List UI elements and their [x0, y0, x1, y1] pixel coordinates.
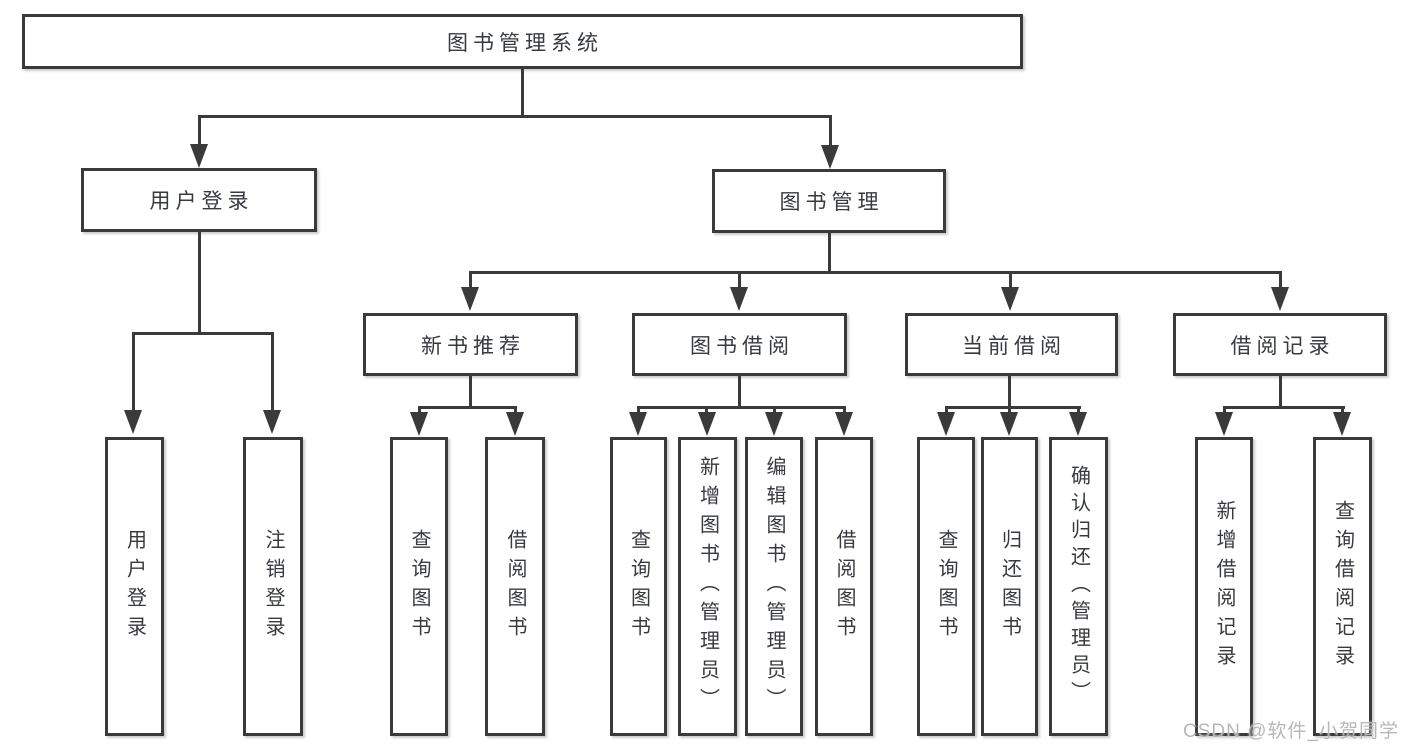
node-current-borrowing: 当前借阅 [905, 313, 1118, 376]
arrowhead-down-icon [506, 412, 524, 436]
connector-line [843, 406, 846, 416]
connector-line [469, 271, 472, 289]
connector-line [198, 232, 201, 335]
arrowhead-down-icon [1215, 412, 1233, 436]
leaf-borrow-books-recommend: 借阅图书 [485, 437, 545, 736]
leaf-borrow-books: 借阅图书 [815, 437, 873, 736]
connector-line [637, 406, 846, 409]
connector-line [1077, 406, 1080, 416]
connector-line [198, 115, 832, 118]
connector-line [418, 406, 517, 409]
leaf-label: 用户登录 [123, 528, 146, 645]
arrowhead-down-icon [1069, 412, 1087, 436]
leaf-user-login: 用户登录 [105, 437, 164, 736]
connector-line [637, 406, 640, 416]
connector-line [469, 376, 472, 409]
connector-line [738, 376, 741, 409]
csdn-watermark: CSDN @软件_小贺同学 [1183, 721, 1399, 742]
leaf-label: 查询借阅记录 [1331, 499, 1354, 674]
leaf-confirm-return-admin: 确认归还（管理员） [1049, 437, 1108, 736]
connector-line [738, 271, 741, 289]
arrowhead-down-icon [124, 410, 142, 434]
leaf-label: 借阅图书 [504, 528, 526, 645]
arrowhead-down-icon [1000, 412, 1018, 436]
leaf-label: 查询图书 [408, 528, 430, 645]
connector-line [1009, 271, 1012, 289]
arrowhead-down-icon [190, 144, 208, 168]
arrowhead-down-icon [765, 412, 783, 436]
connector-line [828, 233, 831, 274]
arrowhead-down-icon [410, 412, 428, 436]
connector-line [514, 406, 517, 416]
leaf-edit-books-admin: 编辑图书（管理员） [745, 437, 803, 736]
leaf-logout: 注销登录 [243, 437, 303, 736]
leaf-query-borrow-record: 查询借阅记录 [1313, 437, 1372, 736]
leaf-return-books: 归还图书 [981, 437, 1038, 736]
connector-line [1223, 406, 1226, 416]
leaf-label: 新增借阅记录 [1213, 499, 1235, 674]
node-user-login: 用户登录 [81, 168, 317, 232]
leaf-label: 注销登录 [262, 528, 284, 645]
node-borrowing-records: 借阅记录 [1173, 313, 1387, 376]
arrowhead-down-icon [1271, 287, 1289, 311]
connector-line [418, 406, 421, 416]
connector-line [469, 271, 1282, 274]
arrowhead-down-icon [698, 412, 716, 436]
connector-line [705, 406, 708, 416]
leaf-query-books-current: 查询图书 [917, 437, 975, 736]
leaf-label: 归还图书 [998, 528, 1021, 645]
arrowhead-down-icon [937, 412, 955, 436]
leaf-label: 确认归还（管理员） [1067, 465, 1090, 708]
leaf-label: 查询图书 [935, 528, 957, 645]
arrowhead-down-icon [821, 145, 839, 169]
leaf-add-borrow-record: 新增借阅记录 [1195, 437, 1253, 736]
leaf-query-books-borrow: 查询图书 [610, 437, 667, 736]
arrowhead-down-icon [461, 287, 479, 311]
connector-line [1008, 376, 1011, 409]
connector-line [829, 115, 832, 146]
arrowhead-down-icon [730, 287, 748, 311]
connector-line [132, 332, 274, 335]
connector-line [132, 332, 135, 412]
leaf-label: 查询图书 [627, 528, 650, 645]
arrowhead-down-icon [835, 412, 853, 436]
connector-line [1008, 406, 1011, 416]
arrowhead-down-icon [629, 412, 647, 436]
leaf-label: 借阅图书 [833, 528, 855, 645]
arrowhead-down-icon [263, 410, 281, 434]
connector-line [198, 115, 201, 146]
node-new-book-recommendation: 新书推荐 [363, 313, 578, 376]
leaf-label: 新增图书（管理员） [696, 456, 719, 717]
connector-line [945, 406, 948, 416]
connector-line [945, 406, 1081, 409]
node-root: 图书管理系统 [22, 14, 1023, 69]
connector-line [1341, 406, 1344, 416]
connector-line [1279, 376, 1282, 409]
leaf-query-books-recommend: 查询图书 [390, 437, 448, 736]
arrowhead-down-icon [1001, 287, 1019, 311]
node-book-borrowing: 图书借阅 [632, 313, 847, 376]
connector-line [1279, 271, 1282, 289]
connector-line [773, 406, 776, 416]
arrowhead-down-icon [1333, 412, 1351, 436]
leaf-label: 编辑图书（管理员） [763, 456, 785, 717]
connector-line [271, 332, 274, 412]
connector-line [521, 69, 524, 118]
connector-line [1223, 406, 1345, 409]
leaf-add-books-admin: 新增图书（管理员） [678, 437, 737, 736]
node-book-management: 图书管理 [712, 169, 946, 233]
